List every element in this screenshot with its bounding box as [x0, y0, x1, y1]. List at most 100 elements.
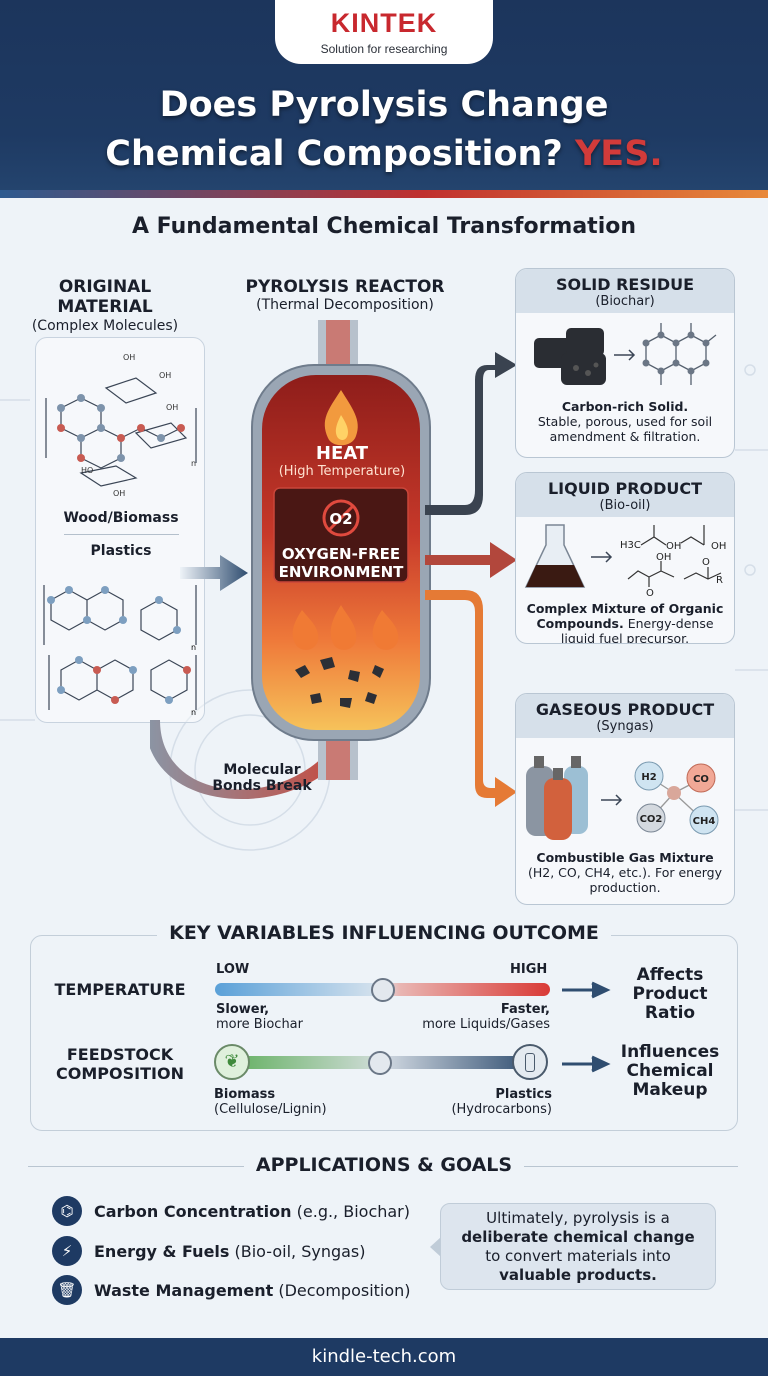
oxygen-line1: OXYGEN-FREE — [281, 545, 401, 563]
title-emphasis: YES. — [574, 134, 663, 174]
note-text: (Cellulose/Lignin) — [214, 1102, 327, 1117]
note-bold: Plastics — [495, 1087, 552, 1102]
application-item: ⌬ Carbon Concentration (e.g., Biochar) — [52, 1196, 410, 1226]
logo: KINTEK Solution for researching — [275, 0, 493, 64]
feedstock-left-note: Biomass(Cellulose/Lignin) — [214, 1087, 327, 1117]
card-description: Carbon-rich Solid.Stable, porous, used f… — [516, 399, 734, 444]
callout-bold: deliberate chemical change — [461, 1228, 695, 1246]
molecule-label: OH — [166, 403, 178, 412]
title-text: Chemical Composition? — [105, 134, 563, 174]
oxygen-line2: ENVIRONMENT — [278, 563, 404, 581]
card-subtitle: (Biochar) — [595, 294, 655, 309]
molecule-label: OH — [656, 552, 671, 563]
card-desc-text: Stable, porous, used for soil amendment … — [537, 414, 713, 444]
temperature-label: TEMPERATURE — [54, 980, 186, 999]
arrow-icon — [601, 794, 623, 806]
divider — [64, 534, 179, 535]
gas-label: CH4 — [693, 816, 716, 827]
note-bold: Slower, — [216, 1002, 270, 1017]
flame-icon — [330, 605, 357, 650]
applications-title: APPLICATIONS & GOALS — [243, 1154, 525, 1176]
app-bold: Carbon Concentration — [94, 1201, 292, 1221]
original-material-title: ORIGINAL MATERIAL — [57, 277, 153, 317]
molecule-label: OH — [159, 371, 171, 380]
lightning-icon: ⚡ — [52, 1236, 82, 1266]
bonds-break-arrow — [150, 720, 350, 800]
card-header: SOLID RESIDUE(Biochar) — [516, 269, 734, 313]
callout-bold: valuable products. — [499, 1266, 657, 1284]
callout-pointer — [430, 1237, 441, 1257]
original-material-panel: OH OH OH OH HO n Wood/Biomass Plastics n… — [35, 337, 205, 723]
card-desc-bold: Combustible Gas Mixture — [536, 850, 714, 865]
input-arrows — [150, 555, 350, 800]
footer-url[interactable]: kindle-tech.com — [311, 1346, 457, 1367]
page-title-line1: Does Pyrolysis Change — [159, 85, 609, 125]
page-title-line2: Chemical Composition? YES. — [0, 134, 768, 174]
card-desc-text: (H2, CO, CH4, etc.). For energy producti… — [527, 865, 723, 895]
molecule-label: n — [191, 459, 196, 468]
molecule-label: n — [191, 643, 196, 652]
no-oxygen-icon — [322, 499, 360, 537]
heat-label-group: HEAT (High Temperature) — [262, 443, 422, 479]
molecule-label: OH — [113, 489, 125, 498]
callout-text: Ultimately, pyrolysis is a — [486, 1209, 670, 1227]
plastics-label: Plastics — [90, 543, 152, 559]
app-bold: Waste Management — [94, 1280, 274, 1300]
gas-cylinders-icon — [526, 756, 588, 840]
molecule-label: O — [702, 557, 710, 568]
temperature-low: LOW — [216, 962, 250, 977]
molecule-label: n — [191, 708, 196, 715]
input-arrow — [180, 555, 248, 591]
molecule-label: O — [646, 588, 654, 597]
conclusion-callout: Ultimately, pyrolysis is a deliberate ch… — [440, 1203, 716, 1290]
temperature-slider-knob[interactable] — [370, 978, 395, 1002]
syngas-icon: H2 CO CO2 CH4 — [526, 756, 719, 840]
molecule-label: R — [716, 575, 723, 586]
note-text: more Biochar — [216, 1017, 303, 1032]
card-desc-bold: Carbon-rich Solid. — [561, 399, 689, 414]
card-desc-bold: Complex Mixture of Organic Compounds. — [526, 601, 724, 631]
molecule-label: OH — [666, 541, 681, 552]
app-bold: Energy & Fuels — [94, 1241, 230, 1261]
card-title: SOLID RESIDUE — [555, 275, 695, 294]
header-stripe — [0, 190, 768, 198]
card-subtitle: (Syngas) — [596, 719, 654, 734]
molecule-icon: ⌬ — [52, 1196, 82, 1226]
biomass-molecule-icon: OH OH OH OH HO n — [45, 353, 197, 498]
card-desc-text: Energy-dense liquid fuel precursor. — [560, 616, 714, 644]
note-bold: Biomass — [214, 1087, 276, 1102]
solid-output-arrow — [425, 352, 517, 515]
app-rest: (e.g., Biochar) — [296, 1201, 410, 1221]
card-title: GASEOUS PRODUCT — [535, 700, 715, 719]
flame-icon — [292, 610, 319, 650]
card-description: Combustible Gas Mixture(H2, CO, CH4, etc… — [516, 850, 734, 895]
bonds-label-line2: Bonds Break — [212, 778, 312, 794]
heat-label: HEAT — [315, 443, 369, 464]
gas-label: CO2 — [640, 814, 663, 825]
card-title: LIQUID PRODUCT — [547, 479, 703, 498]
key-variables-title: KEY VARIABLES INFLUENCING OUTCOME — [157, 922, 611, 944]
molecule-label: HO — [81, 466, 93, 475]
original-material-subtitle: (Complex Molecules) — [31, 318, 179, 334]
feedstock-slider-knob[interactable] — [368, 1051, 392, 1075]
leaf-icon: ❦ — [214, 1044, 250, 1080]
logo-name: KINTEK — [330, 8, 438, 38]
feedstock-effect: Influences Chemical Makeup — [620, 1042, 720, 1100]
molecule-label: OH — [123, 353, 135, 362]
molecule-label: OH — [711, 541, 726, 552]
bio-oil-icon: H3C OH OH OH O O R — [524, 524, 726, 599]
card-header: GASEOUS PRODUCT(Syngas) — [516, 694, 734, 738]
molecule-label: H3C — [620, 540, 641, 551]
reactor-title: PYROLYSIS REACTOR — [245, 277, 445, 297]
recycle-bin-icon: 🗑 — [52, 1275, 82, 1305]
temperature-right-note: Faster,more Liquids/Gases — [380, 1002, 550, 1032]
app-rest: (Bio-oil, Syngas) — [234, 1241, 366, 1261]
o2-symbol: O2 — [329, 510, 352, 528]
applications-title-wrap: APPLICATIONS & GOALS — [0, 1154, 768, 1176]
output-arrows — [425, 352, 517, 807]
gas-label: H2 — [641, 772, 656, 783]
product-card-solid: SOLID RESIDUE(Biochar) Carbon-rich Solid… — [515, 268, 735, 458]
application-item: ⚡ Energy & Fuels (Bio-oil, Syngas) — [52, 1236, 366, 1266]
note-text: (Hydrocarbons) — [451, 1102, 552, 1117]
